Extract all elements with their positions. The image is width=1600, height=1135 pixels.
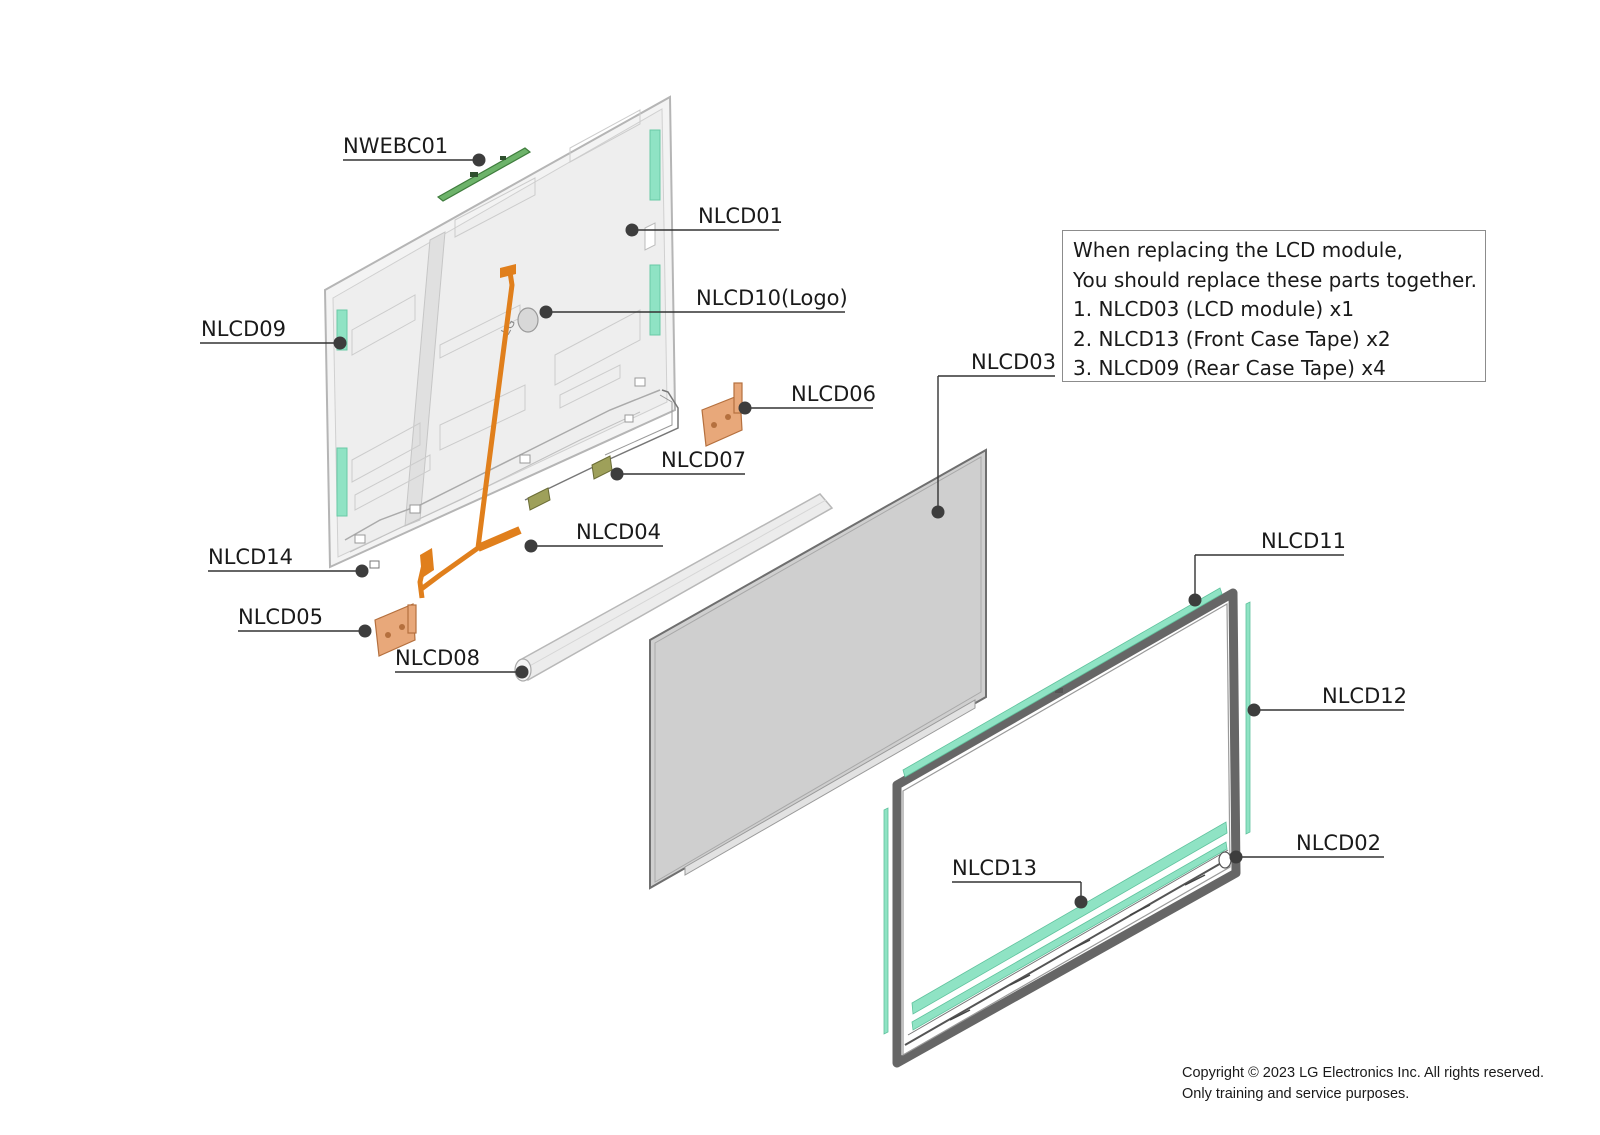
label-nlcd11: NLCD11 [1261,529,1346,553]
left-side-tape [883,807,889,1035]
note-line-1: When replacing the LCD module, [1073,238,1404,262]
label-nlcd02: NLCD02 [1296,831,1381,855]
leader-dots [333,153,1261,909]
label-nlcd03: NLCD03 [971,350,1056,374]
front-tape-2 [911,841,1228,1031]
rear-tape-4 [649,264,661,336]
copyright-notice: Copyright © 2023 LG Electronics Inc. All… [1182,1063,1544,1105]
label-nlcd05: NLCD05 [238,605,323,629]
label-nlcd01: NLCD01 [698,204,783,228]
label-nlcd14: NLCD14 [208,545,293,569]
front-tape-1 [911,821,1228,1015]
label-nlcd08: NLCD08 [395,646,480,670]
label-nlcd13: NLCD13 [952,856,1037,880]
right-side-tape [1245,601,1251,835]
edp-cable [417,264,522,599]
leader-lines [200,159,1404,902]
note-line-5: 3. NLCD09 (Rear Case Tape) x4 [1073,356,1386,380]
replacement-note: When replacing the LCD module, You shoul… [1062,230,1486,382]
front-bezel [892,588,1241,1068]
hinge-left [374,603,417,657]
label-nwebc01: NWEBC01 [343,134,448,158]
label-nlcd09: NLCD09 [201,317,286,341]
small-bracket [369,560,380,569]
label-nlcd07: NLCD07 [661,448,746,472]
note-line-3: 1. NLCD03 (LCD module) x1 [1073,297,1355,321]
webcam-board [436,147,532,202]
label-nlcd10: NLCD10(Logo) [696,286,848,310]
rear-tape-1 [336,309,348,351]
copyright-line-2: Only training and service purposes. [1182,1086,1410,1102]
top-tape [902,587,1223,778]
rear-tape-2 [336,447,348,517]
label-nlcd04: NLCD04 [576,520,661,544]
note-line-4: 2. NLCD13 (Front Case Tape) x2 [1073,326,1391,351]
note-line-2: You should replace these parts together. [1073,267,1478,292]
label-nlcd12: NLCD12 [1322,684,1407,708]
rear-tape-3 [649,129,661,201]
label-nlcd06: NLCD06 [791,382,876,406]
copyright-line-1: Copyright © 2023 LG Electronics Inc. All… [1182,1065,1545,1081]
lcd-panel [649,448,987,890]
hinge-right [701,382,743,447]
